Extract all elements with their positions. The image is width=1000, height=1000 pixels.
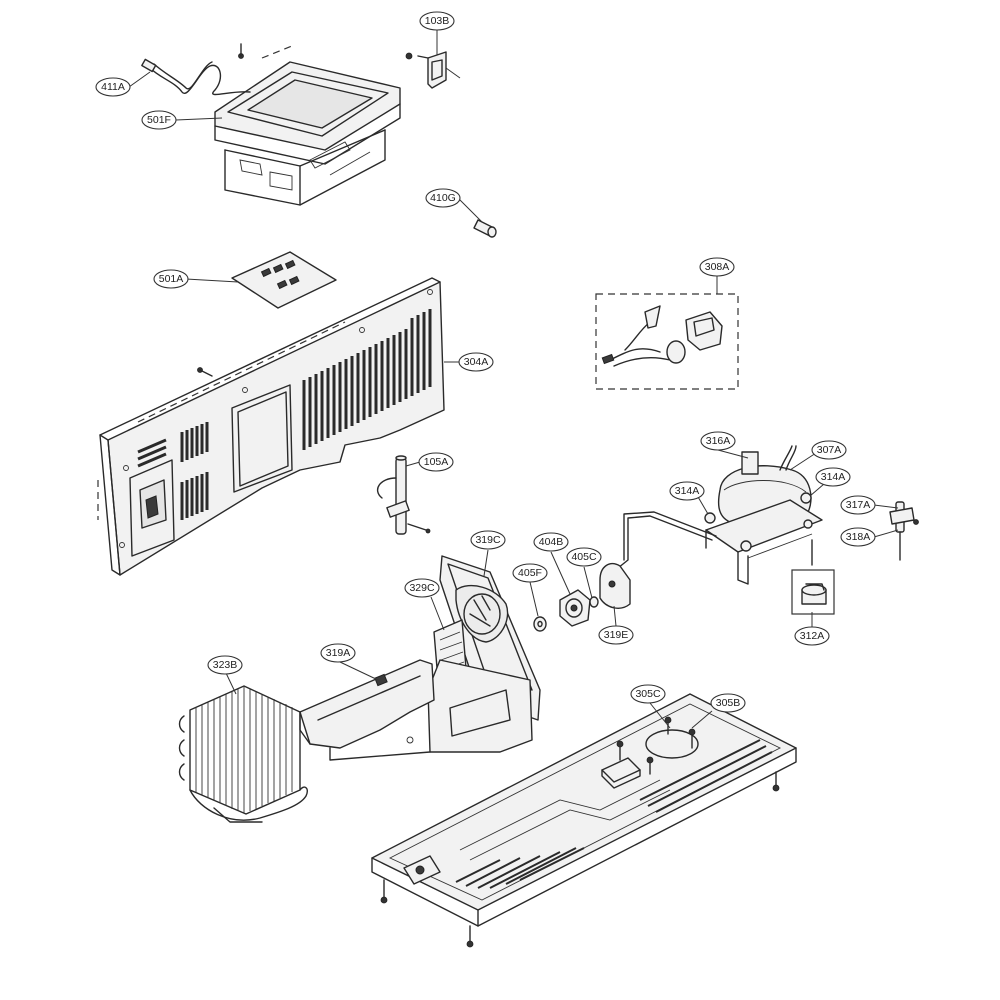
tube-105a [377,455,431,535]
svg-text:103B: 103B [425,15,450,27]
callout-319a: 319A [320,643,356,663]
svg-text:405C: 405C [571,551,597,563]
callout-103b: 103B [419,11,455,31]
washer-405f [533,616,547,632]
svg-text:308A: 308A [705,261,730,273]
back-panel-304a [97,277,445,576]
bracket-103b [405,51,461,89]
svg-text:323B: 323B [213,659,238,671]
callout-329c: 329C [404,578,440,598]
svg-text:411A: 411A [101,81,125,93]
callout-305b: 305B [710,693,746,713]
fan-motor-404b [559,589,591,627]
callout-404b: 404B [533,532,569,552]
svg-text:316A: 316A [706,435,731,447]
callout-501a: 501A [153,269,189,289]
svg-text:105A: 105A [424,456,449,468]
callout-312a: 312A [794,626,830,646]
valve-317a-318a [889,501,919,561]
svg-text:305C: 305C [635,688,661,700]
fan-shroud-319c [427,555,541,753]
condenser-coil-323b [178,685,309,823]
callout-323b: 323B [207,655,243,675]
base-plate [371,693,797,948]
power-cord [141,58,251,96]
callout-501f: 501F [141,110,177,130]
callout-314a-right: 314A [815,467,851,487]
callout-105a: 105A [418,452,454,472]
svg-text:501F: 501F [147,114,171,126]
wiring-kit-308a [595,293,739,390]
pcb-board-501a [231,251,337,309]
base-vents-back [639,739,773,813]
base-vents-front [455,847,585,889]
svg-text:404B: 404B [539,536,564,548]
callout-405c: 405C [566,547,602,567]
svg-text:329C: 329C [409,582,435,594]
svg-text:314A: 314A [821,471,846,483]
svg-text:319E: 319E [604,629,629,641]
grommet-312a [791,569,835,615]
plate-319e [599,562,631,609]
control-box-lid [214,43,401,206]
callout-316a: 316A [700,431,736,451]
vent-slots-left [137,422,209,520]
callout-317a: 317A [840,495,876,515]
callout-304a: 304A [458,352,494,372]
svg-text:405F: 405F [518,567,542,579]
callout-305c: 305C [630,684,666,704]
callout-405f: 405F [512,563,548,583]
callout-319e: 319E [598,625,634,645]
svg-text:317A: 317A [846,499,871,511]
svg-text:305B: 305B [716,697,741,709]
svg-text:307A: 307A [817,444,842,456]
callout-307a: 307A [811,440,847,460]
svg-text:501A: 501A [159,273,184,285]
svg-text:312A: 312A [800,630,825,642]
vent-slots-right [302,309,432,450]
svg-text:304A: 304A [464,356,489,368]
svg-text:319A: 319A [326,647,351,659]
washer-405c [589,596,599,608]
part-410g [473,219,497,238]
leader-lines [128,30,899,729]
callout-410g: 410G [425,188,461,208]
svg-text:410G: 410G [430,192,456,204]
callout-319c: 319C [470,530,506,550]
svg-text:314A: 314A [675,485,700,497]
callout-308a: 308A [699,257,735,277]
callout-314a-left: 314A [669,481,705,501]
svg-text:318A: 318A [846,531,871,543]
svg-text:319C: 319C [475,534,501,546]
compressor-316a [617,445,823,585]
callout-318a: 318A [840,527,876,547]
callout-411a: 411A [95,77,131,97]
